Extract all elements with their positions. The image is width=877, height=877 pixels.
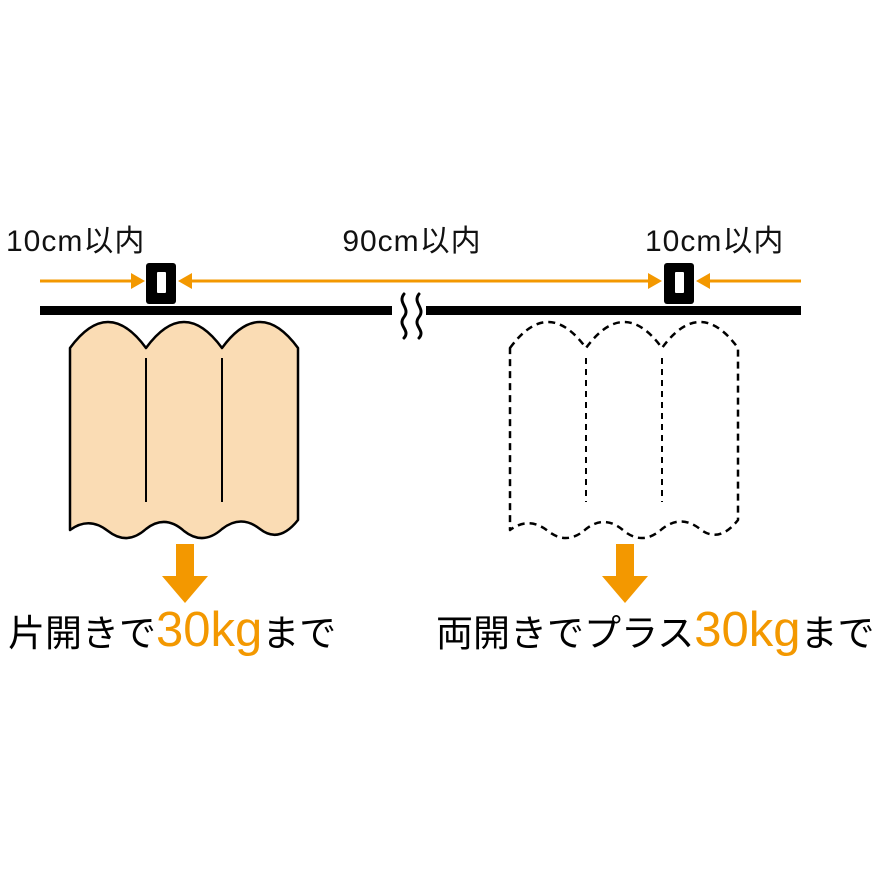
caption-prefix: 両開きでプラス: [436, 613, 695, 654]
arrow-head: [602, 576, 648, 603]
arrow-shaft: [176, 544, 194, 577]
curtain-fabric: [68, 320, 300, 540]
caption-weight: 30kg: [694, 603, 801, 657]
caption-single-open: 片開きで30kgまで: [8, 602, 336, 658]
curtain-fabric: [508, 320, 740, 540]
rail-break-mark: [415, 292, 423, 340]
down-arrow-left-icon: [162, 544, 208, 603]
arrowhead-right-icon: [131, 273, 145, 289]
dimension-arrow-center: [178, 273, 662, 289]
caption-prefix: 片開きで: [8, 613, 156, 654]
dimension-arrow-left: [40, 273, 145, 289]
curtain-dashed: [508, 320, 740, 540]
caption-suffix: まで: [262, 613, 337, 654]
bracket-left: [146, 263, 176, 304]
caption-double-open: 両開きでプラス30kgまで: [436, 602, 875, 658]
arrowhead-right-icon: [648, 273, 662, 289]
arrow-head: [162, 576, 208, 603]
arrowhead-left-icon: [178, 273, 192, 289]
bracket-right: [664, 263, 694, 304]
down-arrow-right-icon: [602, 544, 648, 603]
caption-weight: 30kg: [156, 603, 263, 657]
dimension-label-center: 90cm以内: [342, 225, 482, 258]
dimension-arrow-right: [696, 273, 801, 289]
rail-break-mark: [400, 292, 408, 340]
curtain-rail-right-segment: [426, 306, 801, 315]
bracket-slot: [157, 272, 166, 293]
curtain-rail-left-segment: [40, 306, 392, 315]
curtain-solid: [68, 320, 300, 540]
dimension-label-left: 10cm以内: [6, 225, 146, 258]
arrow-shaft: [616, 544, 634, 577]
arrowhead-left-icon: [696, 273, 710, 289]
caption-suffix: まで: [800, 613, 875, 654]
dimension-label-right: 10cm以内: [645, 225, 785, 258]
bracket-slot: [675, 272, 684, 293]
